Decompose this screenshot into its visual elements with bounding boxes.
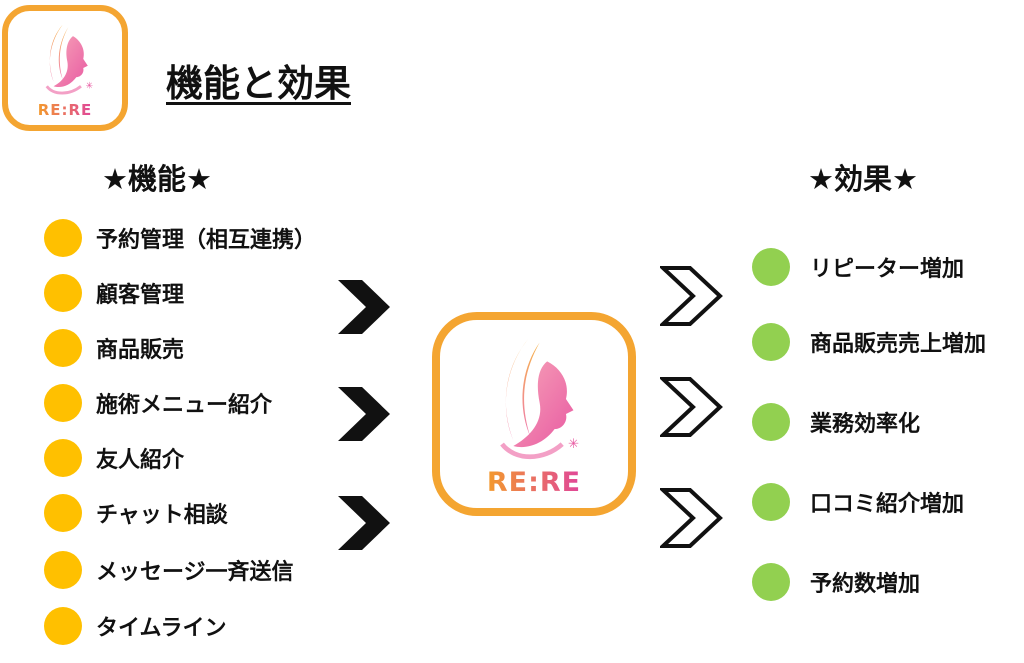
bullet-dot [752,323,790,361]
bullet-dot [752,403,790,441]
woman-silhouette-icon: ✳ [45,24,94,95]
chevron-right-icon [338,496,390,550]
effect-item: リピーター増加 [752,247,964,287]
chevron-right-outline-icon [660,488,723,548]
bullet-dot [44,439,82,477]
feature-label: タイムライン [96,616,227,641]
bullet-dot [44,551,82,589]
logo-small: ✳ RE:RE [2,5,128,131]
feature-item: 予約管理（相互連携） [44,218,316,258]
bullet-dot [44,384,82,422]
feature-item: 友人紹介 [44,438,184,478]
svg-text:✳: ✳ [86,82,94,92]
feature-item: 施術メニュー紹介 [44,383,272,423]
chevron-right-icon [338,387,390,441]
feature-label: メッセージ一斉送信 [96,560,294,585]
logo-wordmark: RE:RE [486,467,582,498]
bullet-dot [752,563,790,601]
logo-wordmark: RE:RE [37,101,93,119]
feature-label: チャット相談 [96,503,228,528]
bullet-dot [44,329,82,367]
feature-item: 商品販売 [44,328,184,368]
chevron-right-outline-icon [660,377,723,437]
feature-item: チャット相談 [44,493,228,533]
bullet-dot [44,607,82,645]
woman-silhouette-icon: ✳ [500,338,579,459]
chevron-right-outline-icon [660,266,723,326]
features-heading: ★機能★ [102,162,212,196]
effect-item: 口コミ紹介増加 [752,482,964,522]
bullet-dot [44,494,82,532]
chevron-right-icon [338,280,390,334]
effect-label: 予約数増加 [810,572,921,597]
feature-label: 施術メニュー紹介 [96,393,273,418]
effect-item: 予約数増加 [752,562,920,602]
effect-label: 口コミ紹介増加 [810,492,965,517]
feature-label: 商品販売 [96,338,185,363]
bullet-dot [752,483,790,521]
effects-heading: ★効果★ [808,162,918,196]
effect-item: 商品販売売上増加 [752,322,986,362]
feature-label: 予約管理（相互連携） [96,228,317,253]
effect-label: 商品販売売上増加 [810,332,987,357]
page-title: 機能と効果 [166,62,351,105]
svg-text:✳: ✳ [568,437,579,452]
feature-item: 顧客管理 [44,273,184,313]
feature-label: 顧客管理 [96,283,185,308]
bullet-dot [752,248,790,286]
effect-label: 業務効率化 [810,412,921,437]
feature-item: タイムライン [44,606,226,646]
logo-large: ✳ RE:RE [432,312,636,516]
feature-label: 友人紹介 [96,448,185,473]
effect-label: リピーター増加 [810,257,965,282]
bullet-dot [44,274,82,312]
bullet-dot [44,219,82,257]
feature-item: メッセージ一斉送信 [44,550,294,590]
effect-item: 業務効率化 [752,402,920,442]
